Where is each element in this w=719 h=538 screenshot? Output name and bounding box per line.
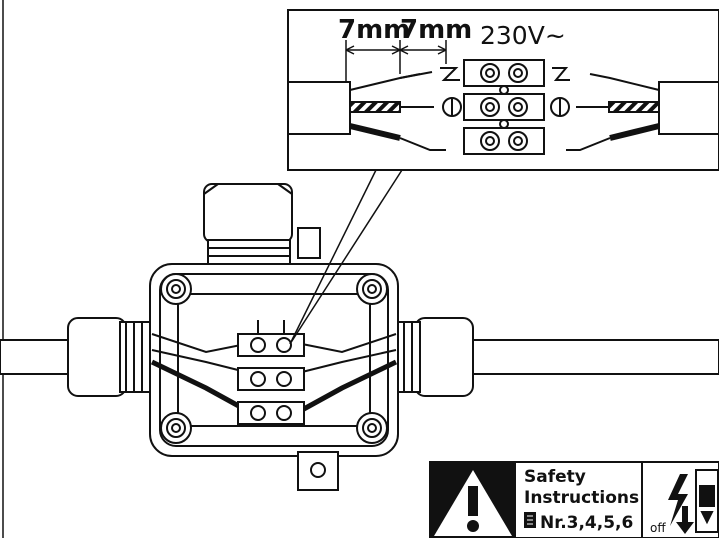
voltage-label: 230V~: [480, 21, 566, 50]
switch-off-label: off: [650, 521, 666, 535]
strip-length-dimension: [345, 40, 447, 82]
safety-title-line2: Instructions: [524, 488, 639, 508]
lightning-icon: [668, 474, 688, 526]
circuit-breaker-icon: [695, 469, 719, 533]
box-wires: [150, 333, 398, 413]
safety-panel: Safety Instructions Nr.3,4,5,6 off: [429, 461, 719, 538]
safety-reference-numbers: Nr.3,4,5,6: [540, 513, 633, 533]
detail-inset: 7mm 7mm 230V~: [287, 9, 719, 171]
warning-triangle-icon: [434, 470, 512, 536]
box-terminal-block: [237, 320, 305, 425]
main-cables: [0, 339, 719, 375]
strip-length-left-label: 7mm: [338, 15, 410, 45]
right-cable-gland: [387, 317, 474, 397]
strip-length-right-label: 7mm: [400, 15, 472, 45]
inset-terminal-block: [442, 59, 570, 155]
corner-screws: [160, 273, 388, 444]
safety-title-line1: Safety: [524, 467, 586, 487]
down-arrow-icon: [676, 506, 694, 534]
left-cable-gland: [67, 317, 153, 397]
callout-lines: [289, 169, 403, 345]
top-cable-gland: [203, 183, 321, 275]
junction-box-body: [149, 263, 399, 491]
manual-book-icon: [524, 512, 536, 528]
